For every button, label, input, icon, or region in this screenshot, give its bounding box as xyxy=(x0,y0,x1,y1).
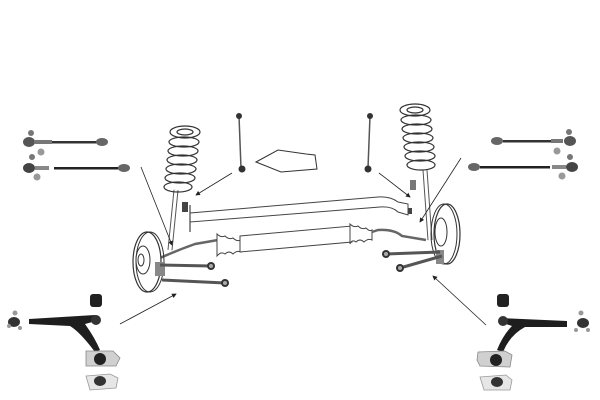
ball-joint-left xyxy=(7,310,22,330)
nut-icon xyxy=(558,172,566,180)
bracket-mount-left-2 xyxy=(85,373,119,391)
nut-icon xyxy=(33,173,41,181)
bushing-right xyxy=(497,294,509,307)
bracket-mount-left xyxy=(85,350,121,367)
tie-rod-right-lower xyxy=(468,154,578,172)
stabilizer-link-right xyxy=(364,113,373,173)
link-arm-right-upper xyxy=(382,250,441,258)
stabilizer-bar xyxy=(189,196,409,223)
link-arm-left-lower xyxy=(161,278,229,287)
ball-joint-right xyxy=(574,310,590,332)
link-arm-left-upper xyxy=(159,262,215,270)
steering-rack xyxy=(159,222,427,260)
nut-icon xyxy=(37,148,45,156)
tie-rod-left-upper xyxy=(23,130,108,147)
bracket-mount-right-2 xyxy=(479,374,513,391)
tie-rod-left-lower xyxy=(23,154,130,173)
bracket-mount-right xyxy=(476,350,513,368)
coil-spring-strut-right xyxy=(399,103,436,241)
control-arm-right xyxy=(497,316,567,352)
brake-disc-right xyxy=(430,203,461,265)
coil-spring-strut-left xyxy=(163,125,201,251)
nut-icon xyxy=(553,147,561,155)
direction-arrow-icon xyxy=(254,149,318,173)
bushing-left xyxy=(90,294,102,307)
control-arm-left xyxy=(29,315,101,352)
stabilizer-link-left xyxy=(236,113,246,173)
link-arm-right-lower xyxy=(396,254,443,272)
tie-rod-right-upper xyxy=(491,129,576,146)
brake-disc-left xyxy=(132,231,165,293)
leader-lines xyxy=(119,157,487,326)
